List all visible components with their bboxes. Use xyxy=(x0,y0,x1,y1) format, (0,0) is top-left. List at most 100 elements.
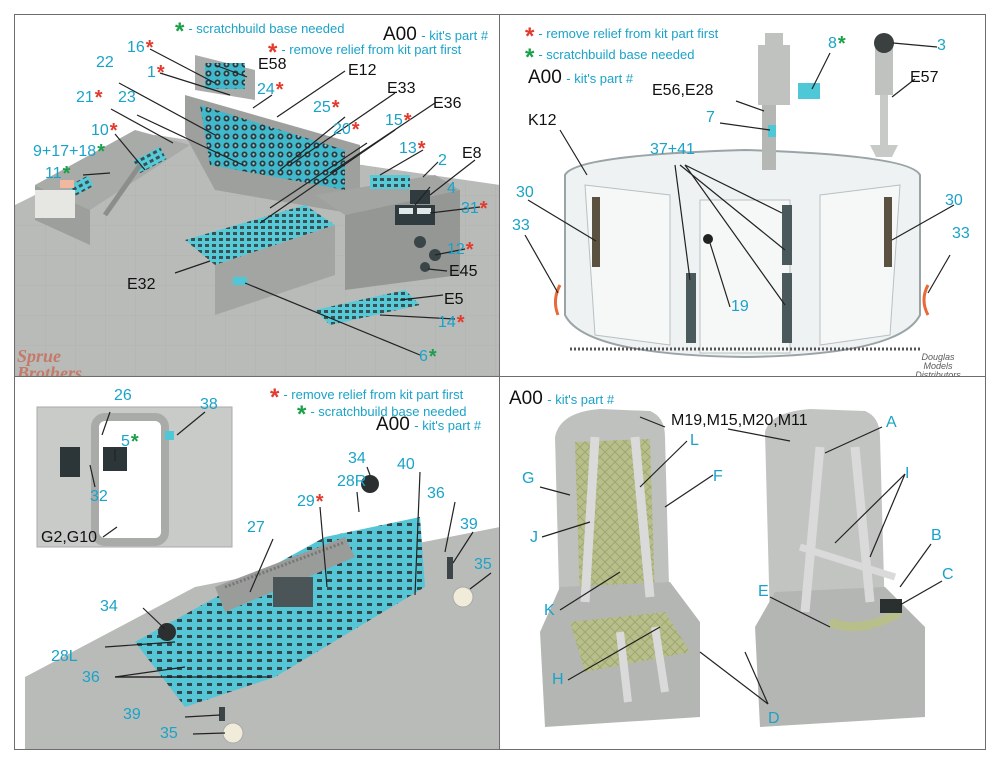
green-asterisk-icon: * xyxy=(428,346,437,368)
watermark-line: Douglas xyxy=(921,352,955,362)
part-label: E33 xyxy=(387,80,416,97)
legend-relief-text: - remove relief from kit part first xyxy=(538,26,719,41)
part-label: 30 xyxy=(945,192,963,209)
part-label: 24* xyxy=(257,79,284,101)
red-asterisk-icon: * xyxy=(417,138,426,160)
green-asterisk-icon: * xyxy=(297,401,307,428)
overhead-panel: *- remove relief from kit part first *- … xyxy=(14,376,501,750)
legend-scratchbuild: *- scratchbuild base needed xyxy=(297,403,467,427)
part-label: E8 xyxy=(462,145,482,162)
kit-part-note: A00 - kit's part # xyxy=(509,388,614,410)
red-asterisk-icon: * xyxy=(403,110,412,132)
legend-scratchbuild-text: - scratchbuild base needed xyxy=(538,47,695,62)
kit-code: A00 xyxy=(528,67,562,88)
part-label: 16* xyxy=(127,37,154,59)
part-label: E5 xyxy=(444,291,464,308)
part-label: 6* xyxy=(419,346,437,368)
cockpit-panel: *- scratchbuild base needed A00 - kit's … xyxy=(14,14,501,378)
watermark-line: Distributors xyxy=(915,370,961,378)
kit-part-note: A00 - kit's part # xyxy=(376,414,481,436)
part-label: E57 xyxy=(910,69,939,86)
legend-relief: *- remove relief from kit part first xyxy=(525,25,719,49)
red-asterisk-icon: * xyxy=(315,491,324,513)
part-label: 25* xyxy=(313,97,340,119)
green-asterisk-icon: * xyxy=(525,44,535,71)
legend-relief-text: - remove relief from kit part first xyxy=(283,387,464,402)
part-label: F xyxy=(713,468,723,485)
part-label: C xyxy=(942,566,954,583)
part-label: 19 xyxy=(731,298,749,315)
part-label: 30 xyxy=(516,184,534,201)
part-label: I xyxy=(905,465,910,482)
part-label: 34 xyxy=(100,598,118,615)
windscreen-panel: *- remove relief from kit part first *- … xyxy=(499,14,986,378)
red-asterisk-icon: * xyxy=(156,62,165,84)
part-label: 38 xyxy=(200,396,218,413)
part-label: K xyxy=(544,602,555,619)
part-label: 1* xyxy=(147,62,165,84)
part-label: 22 xyxy=(96,54,114,71)
part-label: 14* xyxy=(438,312,465,334)
legend-relief: *- remove relief from kit part first xyxy=(268,41,462,65)
part-label: E56,E28 xyxy=(652,82,714,99)
legend-scratchbuild-text: - scratchbuild base needed xyxy=(310,404,467,419)
green-asterisk-icon: * xyxy=(837,33,846,55)
part-label: 21* xyxy=(76,87,103,109)
legend-relief-text: - remove relief from kit part first xyxy=(281,42,462,57)
kit-code: A00 xyxy=(376,414,410,435)
part-label: G xyxy=(522,470,535,487)
red-asterisk-icon: * xyxy=(94,87,103,109)
part-label: 11* xyxy=(45,163,71,185)
seats-panel: A00 - kit's part # M19,M15,M20,M11 A G L… xyxy=(499,376,986,750)
legend-scratchbuild: *- scratchbuild base needed xyxy=(525,46,695,70)
part-label: 3 xyxy=(937,37,946,54)
part-label: 5* xyxy=(121,431,139,453)
part-label: 9+17+18* xyxy=(33,141,105,163)
part-label: 35 xyxy=(474,556,492,573)
part-label: 20* xyxy=(333,119,360,141)
kit-text: - kit's part # xyxy=(414,418,482,433)
kit-text: - kit's part # xyxy=(547,392,615,407)
red-asterisk-icon: * xyxy=(465,239,474,261)
part-label: 39 xyxy=(123,706,141,723)
green-asterisk-icon: * xyxy=(62,163,71,185)
part-label: K12 xyxy=(528,112,557,129)
part-label: H xyxy=(552,671,564,688)
red-asterisk-icon: * xyxy=(525,23,535,50)
red-asterisk-icon: * xyxy=(268,39,278,66)
red-asterisk-icon: * xyxy=(479,198,488,220)
kit-text: - kit's part # xyxy=(566,71,634,86)
red-asterisk-icon: * xyxy=(456,312,465,334)
part-label: E32 xyxy=(127,276,156,293)
green-asterisk-icon: * xyxy=(97,141,105,163)
part-label: E58 xyxy=(258,56,287,73)
part-label: 10* xyxy=(91,120,118,142)
part-label: 26 xyxy=(114,387,132,404)
kit-part-note: A00 - kit's part # xyxy=(383,24,488,46)
part-label: 36 xyxy=(427,485,445,502)
red-asterisk-icon: * xyxy=(270,384,280,411)
green-asterisk-icon: * xyxy=(130,431,139,453)
sprue-brothers-watermark: Sprue BrothersModels LLC xyxy=(17,346,92,377)
legend-scratchbuild: *- scratchbuild base needed xyxy=(175,20,344,44)
watermark-line: Models xyxy=(923,361,953,371)
part-label: 2 xyxy=(438,152,447,169)
part-label: 34 xyxy=(348,450,366,467)
part-label: 33 xyxy=(952,225,970,242)
part-label: M19,M15,M20,M11 xyxy=(671,412,808,429)
red-asterisk-icon: * xyxy=(331,97,340,119)
part-label: 27 xyxy=(247,519,265,536)
part-label: 4 xyxy=(447,180,456,197)
part-label: L xyxy=(690,432,699,449)
part-label: 15* xyxy=(385,110,412,132)
red-asterisk-icon: * xyxy=(351,119,360,141)
part-label: 29* xyxy=(297,491,324,513)
kit-part-note: A00 - kit's part # xyxy=(528,67,633,89)
seats-illustration xyxy=(539,409,943,727)
part-label: 23 xyxy=(118,89,136,106)
kit-text: - kit's part # xyxy=(421,28,489,43)
part-label: 40 xyxy=(397,456,415,473)
part-label: 7 xyxy=(706,109,715,126)
watermark-line: Sprue xyxy=(17,346,62,366)
